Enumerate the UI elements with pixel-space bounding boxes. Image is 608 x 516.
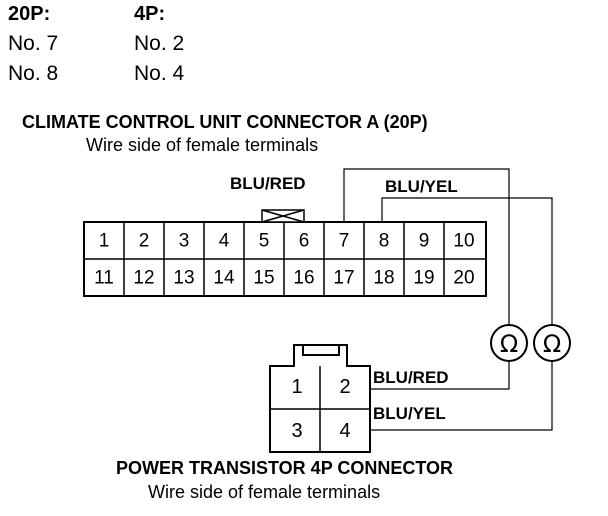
connector-a-pin: 16 xyxy=(293,267,315,289)
connector-a-pin: 15 xyxy=(253,267,275,289)
pin-table-4p-row1: No. 2 xyxy=(134,32,185,55)
wire-blu-red xyxy=(343,168,510,390)
ohm-symbol: Ω xyxy=(543,330,561,358)
pin-table-20p-row2: No. 8 xyxy=(8,62,59,85)
connector-b-dividers xyxy=(270,366,370,452)
connector-a-pin: 12 xyxy=(133,267,155,289)
connector-a-pin: 13 xyxy=(173,267,195,289)
wire-label-blu-yel-top: BLU/YEL xyxy=(385,177,458,196)
connector-b-pin: 2 xyxy=(339,376,351,398)
wire-blu-yel xyxy=(370,197,553,431)
connector-b-pin: 3 xyxy=(291,420,303,442)
wire-label-blu-yel-bottom: BLU/YEL xyxy=(373,404,446,423)
connector-a-pin: 5 xyxy=(258,230,270,252)
connector-a-pin: 2 xyxy=(138,230,150,252)
connector-a-pin: 8 xyxy=(378,230,390,252)
connector-a-pin: 17 xyxy=(333,267,355,289)
connector-a-pin: 6 xyxy=(298,230,310,252)
connector-a-pin: 10 xyxy=(453,230,475,252)
connector-a-lock-tab xyxy=(261,209,305,223)
connector-a-title: CLIMATE CONTROL UNIT CONNECTOR A (20P) xyxy=(22,112,428,132)
connector-a-pin: 14 xyxy=(213,267,235,289)
connector-b-pin: 4 xyxy=(339,420,351,442)
connector-a-pin: 7 xyxy=(338,230,350,252)
connector-b-pin: 1 xyxy=(291,376,303,398)
connector-a-pin: 11 xyxy=(94,267,114,289)
connector-a-pin: 18 xyxy=(373,267,395,289)
connector-a-pin: 20 xyxy=(453,267,475,289)
wire-label-blu-red-top: BLU/RED xyxy=(230,174,306,193)
pin-table-header-20p: 20P: xyxy=(8,3,51,25)
connector-a-pin: 19 xyxy=(413,267,435,289)
connector-a-column-dividers xyxy=(123,222,445,296)
pin-table-4p-row2: No. 4 xyxy=(134,62,185,85)
ohmmeter-icon xyxy=(533,324,571,362)
connector-a-pin: 4 xyxy=(218,230,230,252)
pin-table-header-4p: 4P: xyxy=(134,3,166,25)
wire-label-blu-red-bottom: BLU/RED xyxy=(373,368,449,387)
connector-b-title: POWER TRANSISTOR 4P CONNECTOR xyxy=(116,458,454,478)
connector-a-subtitle: Wire side of female terminals xyxy=(86,135,319,155)
pin-table-20p-row1: No. 7 xyxy=(8,32,59,55)
ohm-symbol: Ω xyxy=(500,330,518,358)
connector-a-pin: 1 xyxy=(98,230,110,252)
ohmmeter-icon xyxy=(490,324,528,362)
connector-a-pin: 9 xyxy=(418,230,430,252)
connector-b-subtitle: Wire side of female terminals xyxy=(148,482,381,502)
connector-a-pin: 3 xyxy=(178,230,190,252)
